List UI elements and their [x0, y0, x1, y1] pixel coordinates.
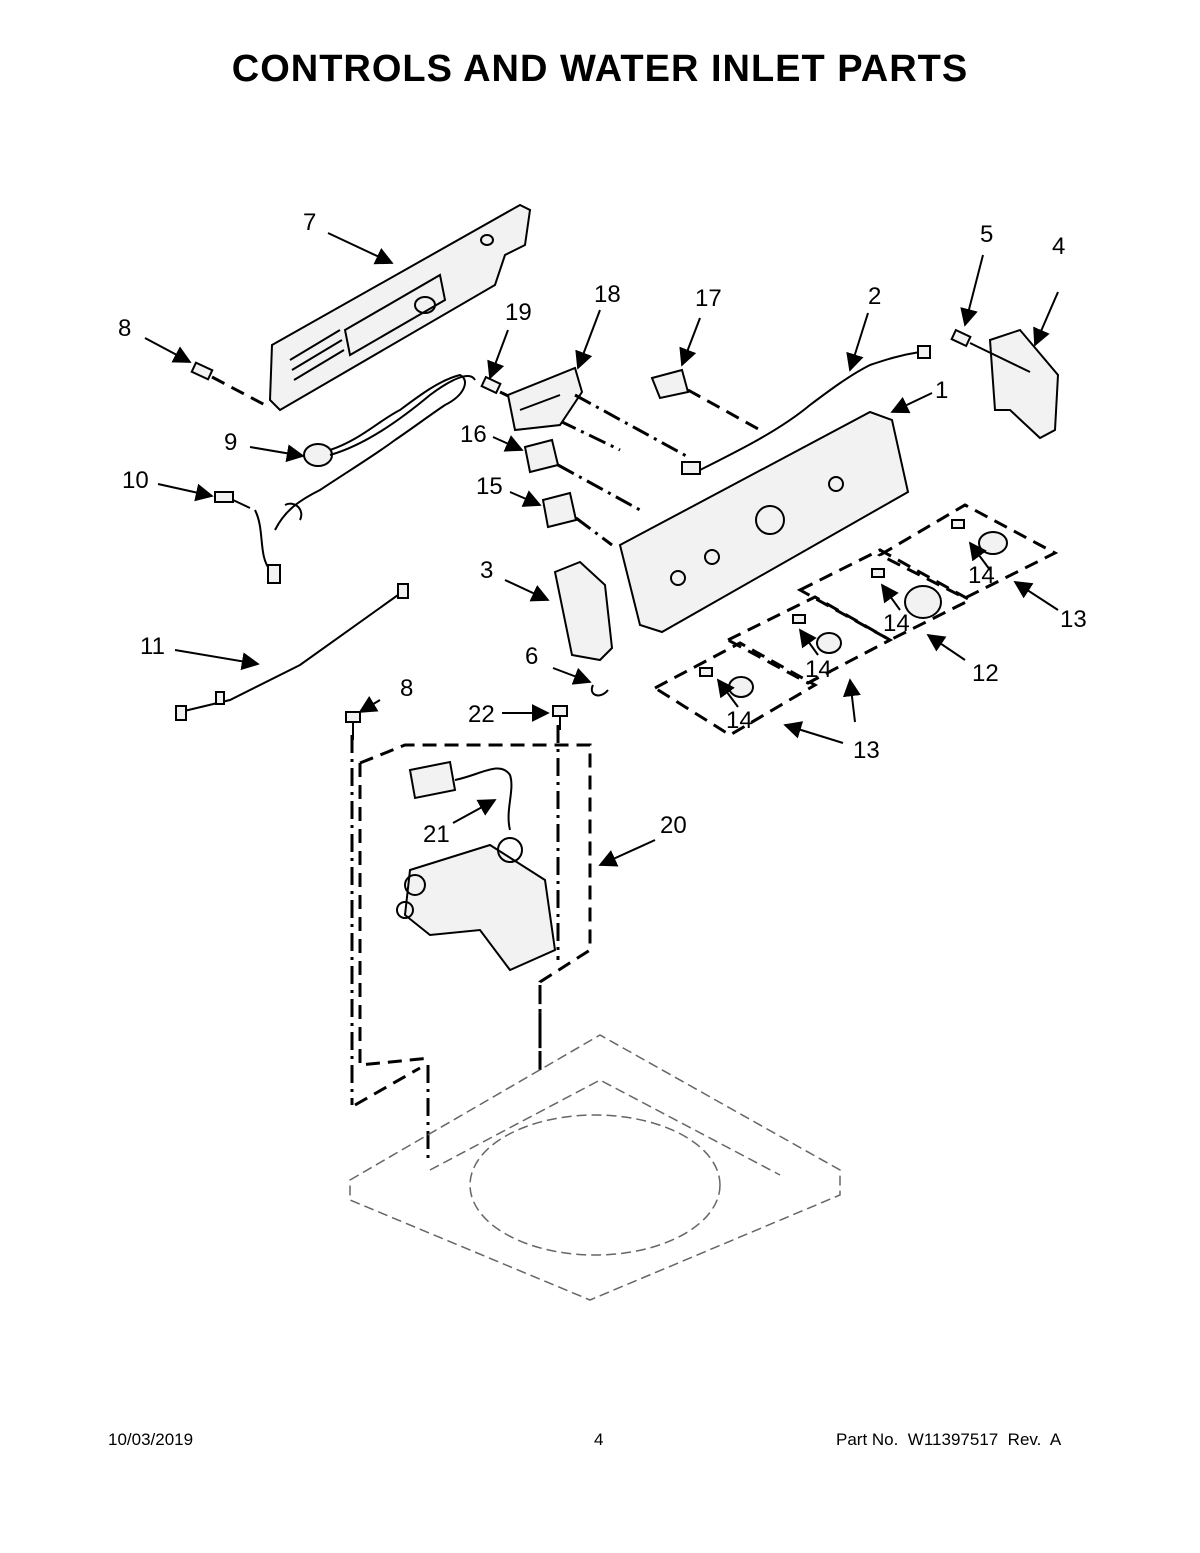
callout-2: 2	[868, 283, 881, 310]
console-part-1	[618, 410, 910, 634]
leader-arrows	[144, 232, 1059, 867]
callout-8-top: 8	[118, 315, 131, 342]
knob-part-12	[796, 548, 974, 642]
callout-14-b: 14	[883, 610, 910, 637]
harness-part-10	[214, 491, 303, 584]
switch-part-17	[650, 368, 761, 432]
knob-group-part-13-bottom	[652, 641, 819, 737]
callout-9: 9	[224, 429, 237, 456]
callout-18: 18	[594, 281, 621, 308]
callout-7: 7	[303, 209, 316, 236]
callout-labels: 7 8 9 10 11 19 18 17 16 15 2 1 5 4 3 6 8…	[118, 209, 1087, 848]
callout-21: 21	[423, 821, 450, 848]
knob-group-part-13-middle	[724, 595, 894, 685]
callout-19: 19	[505, 299, 532, 326]
callout-10: 10	[122, 467, 149, 494]
callout-3: 3	[480, 557, 493, 584]
power-cord-part-9	[274, 373, 476, 531]
page-title: CONTROLS AND WATER INLET PARTS	[231, 48, 969, 90]
callout-12: 12	[972, 660, 999, 687]
harness-part-21	[408, 760, 513, 831]
callout-13-top: 13	[1060, 606, 1087, 633]
wire-harness-part-2	[681, 345, 931, 475]
valve-body	[396, 837, 557, 972]
switch-part-15	[541, 491, 613, 547]
footer-page-number: 4	[594, 1430, 604, 1449]
callout-22: 22	[468, 701, 495, 728]
rear-panel-part-7	[268, 203, 532, 412]
callout-20: 20	[660, 812, 687, 839]
switch-part-16	[523, 438, 641, 512]
end-cap-part-4	[988, 328, 1060, 440]
clip-part-6	[590, 684, 609, 697]
control-board-part-18	[506, 366, 691, 460]
callout-8-bottom: 8	[400, 675, 413, 702]
callout-1: 1	[935, 377, 948, 404]
callout-14-d: 14	[726, 707, 753, 734]
top-frame-outline	[349, 1034, 841, 1301]
wire-part-11	[175, 583, 409, 721]
footer-date: 10/03/2019	[108, 1430, 194, 1449]
callout-15: 15	[476, 473, 503, 500]
screw-part-5	[950, 328, 1031, 373]
callout-6: 6	[525, 643, 538, 670]
screw-part-8-bottom	[345, 711, 361, 740]
valve-assembly-part-20	[350, 725, 592, 1160]
callout-14-c: 14	[805, 656, 832, 683]
end-cap-part-3	[553, 560, 614, 662]
screw-part-8-top	[190, 361, 266, 407]
callout-11: 11	[140, 633, 165, 660]
footer-part-number: Part No. W11397517 Rev. A	[836, 1430, 1062, 1449]
callout-14-a: 14	[968, 562, 995, 589]
callout-13-bottom: 13	[853, 737, 880, 764]
screw-part-22	[552, 705, 568, 730]
callout-16: 16	[460, 421, 487, 448]
callout-17: 17	[695, 285, 722, 312]
callout-4: 4	[1052, 233, 1065, 260]
callout-5: 5	[980, 221, 993, 248]
